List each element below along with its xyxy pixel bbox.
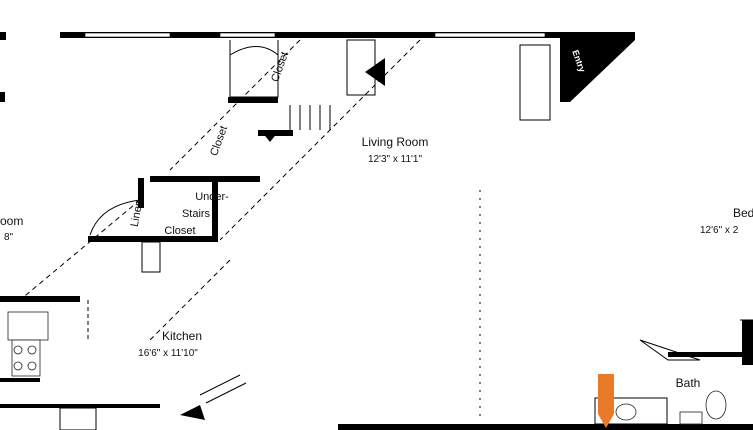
linen-door-arc — [89, 199, 141, 236]
closet-top-outline — [229, 40, 279, 98]
kitchen-counter-item — [59, 407, 97, 430]
bath-right-wall — [742, 320, 753, 365]
living-room-label: Living Room — [362, 135, 429, 149]
closet-top-door-arc — [229, 46, 279, 56]
bath-sink — [679, 411, 703, 425]
kitchen-lower-wall — [0, 378, 40, 382]
kitchen-top-wall — [0, 296, 80, 302]
under-stairs-line3: Closet — [164, 225, 195, 237]
closet-mid-label: Closet — [208, 124, 230, 157]
bath-vanity — [594, 397, 668, 425]
kitchen-stairs — [180, 374, 247, 420]
under-stairs-bottom-wall — [88, 236, 218, 242]
interior-lines — [7, 39, 753, 430]
linen-left-wall — [138, 178, 144, 208]
walls — [0, 32, 753, 430]
bath-label: Bath — [676, 376, 701, 390]
under-stairs-line2: Stairs — [182, 208, 211, 220]
closet-top-bottom-wall — [228, 97, 278, 103]
stairs — [289, 105, 331, 130]
bath-toilet — [705, 390, 727, 420]
right-room-dims: 12'6" x 2 — [700, 225, 739, 236]
diagonal-line-3 — [19, 199, 141, 301]
door-living-top — [346, 39, 376, 96]
window-top-2 — [219, 32, 276, 38]
diagonal-line-4 — [149, 259, 231, 341]
window-top-3 — [434, 32, 546, 38]
under-stairs-step — [141, 241, 161, 273]
living-room-dims: 12'3" x 11'1" — [368, 154, 423, 165]
under-stairs-line1: Under- — [195, 191, 229, 203]
entry-marker-bar — [598, 374, 614, 414]
left-wall-top — [0, 32, 6, 40]
door-arrow-closet — [262, 132, 278, 142]
kitchen-sink — [7, 311, 49, 341]
door-arrow-top — [365, 58, 385, 86]
left-room-dims: 8" — [4, 232, 14, 243]
room-labels: Living Room 12'3" x 11'1" Kitchen 16'6" … — [0, 48, 753, 390]
top-wall — [60, 32, 635, 38]
kitchen-counter-wall — [0, 404, 160, 408]
left-room-label: oom — [0, 214, 23, 228]
bath-door — [639, 339, 701, 361]
bath-top-wall — [668, 352, 753, 357]
right-room-label: Bed — [733, 206, 753, 220]
entry-marker-arrow — [598, 414, 614, 428]
bath-basin — [615, 403, 637, 421]
kitchen-dims: 16'6" x 11'10" — [138, 348, 198, 359]
entry-cabinet — [519, 44, 551, 121]
bottom-wall — [338, 424, 753, 430]
diagonal-line-1 — [169, 39, 301, 171]
entry-corner-block — [560, 32, 635, 102]
under-stairs-top-wall — [150, 176, 260, 182]
left-wall-mid — [0, 92, 5, 102]
window-top-1 — [84, 32, 171, 38]
linen-label: Linen — [129, 199, 145, 228]
diagonal-line-2 — [219, 39, 421, 241]
kitchen-label: Kitchen — [162, 329, 202, 343]
under-stairs-right-wall — [212, 178, 218, 242]
entry-marker — [598, 374, 614, 428]
kitchen-stove — [11, 339, 41, 377]
